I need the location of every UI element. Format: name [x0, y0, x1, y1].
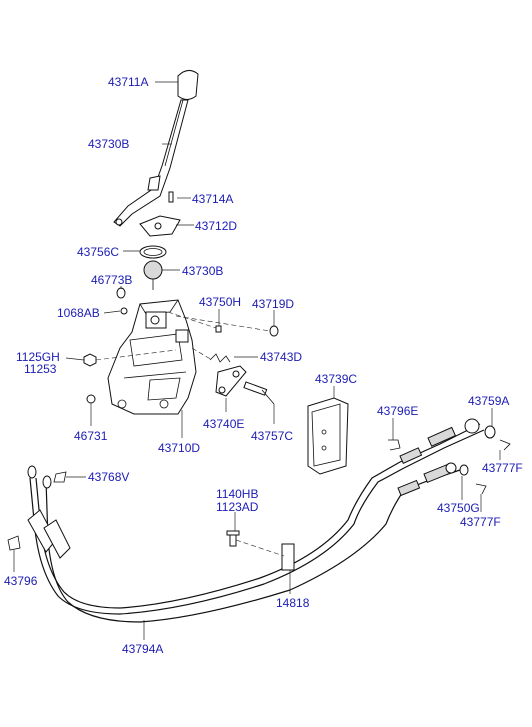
- ring-part: [139, 245, 167, 259]
- shift-bracket: [107, 299, 197, 415]
- label-1123ad: 1123AD: [216, 500, 259, 514]
- label-43712d: 43712D: [195, 219, 237, 233]
- label-43777f-upper: 43777F: [482, 461, 523, 475]
- label-14818: 14818: [276, 596, 310, 610]
- shift-cable-assembly: [27, 418, 485, 623]
- cable-bracket: [307, 397, 349, 475]
- label-43796e: 43796E: [377, 404, 418, 418]
- label-1140hb: 1140HB: [216, 487, 258, 501]
- label-43743d: 43743D: [260, 350, 302, 364]
- label-11253: 11253: [24, 362, 57, 376]
- lever-43740e: [215, 365, 247, 397]
- clip-43777f-upper: [499, 439, 511, 451]
- shift-knob: [177, 70, 199, 100]
- bolt-43757c: [243, 381, 275, 405]
- label-43757c: 43757C: [251, 429, 293, 443]
- bolt-1125gh: [83, 353, 97, 367]
- label-43777f-lower: 43777F: [460, 515, 501, 529]
- label-43759a: 43759A: [468, 394, 509, 408]
- clip-43796e: [388, 439, 401, 451]
- shift-lever: [113, 99, 189, 227]
- ball-part: [143, 260, 163, 290]
- label-43796: 43796: [4, 574, 38, 588]
- bolt-46731: [86, 394, 96, 404]
- pin-43750h: [215, 325, 222, 333]
- clip-43796: [7, 535, 21, 551]
- label-43730b-lever: 43730B: [88, 137, 129, 151]
- label-43750g: 43750G: [437, 501, 480, 515]
- label-43750h: 43750H: [199, 295, 241, 309]
- bushing-43719d: [269, 325, 279, 337]
- label-43756c: 43756C: [77, 245, 119, 259]
- label-43730b-ball: 43730B: [182, 264, 223, 278]
- label-43711a: 43711A: [108, 75, 148, 89]
- clip-43768v: [53, 471, 67, 483]
- cable-clamp-14818: [281, 543, 295, 571]
- label-43719d: 43719D: [252, 297, 294, 311]
- pin-part: [168, 191, 174, 203]
- spring-43743d: [209, 353, 231, 363]
- clip-43777f-lower: [475, 483, 487, 495]
- part-labels: 43711A 43730B 43714A 43712D 43756C 43730…: [4, 75, 523, 656]
- label-46731: 46731: [74, 429, 108, 443]
- bolt-1140hb: [226, 530, 240, 547]
- label-43768v: 43768V: [88, 470, 129, 484]
- label-43714a: 43714A: [192, 192, 233, 206]
- label-1125gh: 1125GH: [16, 350, 60, 364]
- label-43710d: 43710D: [158, 441, 200, 455]
- bushing-part: [116, 287, 126, 299]
- label-43794a: 43794A: [122, 642, 163, 656]
- plate-part: [139, 215, 181, 237]
- leader-lines: [13, 81, 501, 640]
- clip-part: [120, 307, 128, 315]
- label-46773b: 46773B: [91, 273, 132, 287]
- washer-43750g: [459, 464, 469, 476]
- label-1068ab: 1068AB: [57, 306, 100, 320]
- label-43739c: 43739C: [315, 372, 357, 386]
- label-43740e: 43740E: [203, 417, 244, 431]
- washer-43759a: [484, 425, 496, 439]
